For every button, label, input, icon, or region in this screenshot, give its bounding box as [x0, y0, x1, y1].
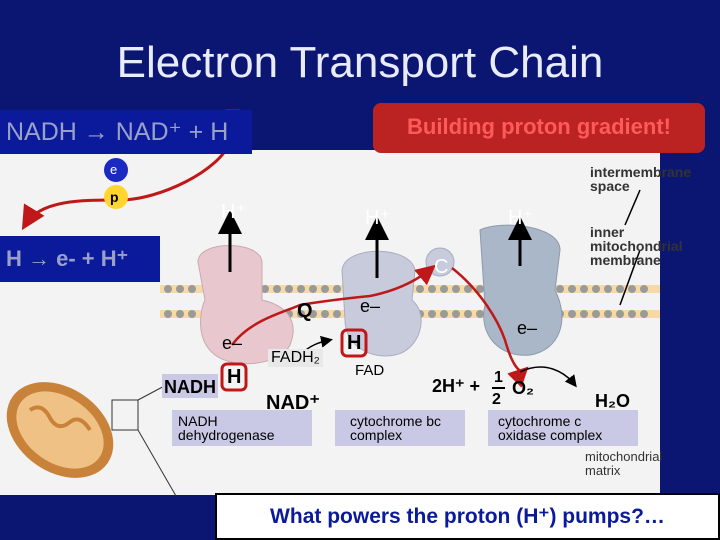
- reaction-left: 2H⁺ +: [432, 376, 481, 396]
- cytochrome-bc-caption: cytochrome bc complex: [350, 413, 442, 443]
- cytochrome-c-caption: cytochrome c oxidase complex: [498, 413, 603, 443]
- proton-gradient-badge: Building proton gradient!: [373, 103, 705, 153]
- nadh-oxidation-equation: NADH → NAD⁺ + H: [0, 110, 252, 154]
- hydrogen-label-bc: H: [347, 332, 362, 354]
- electron-label-2: e–: [222, 333, 243, 353]
- electron-label-3: e–: [517, 318, 538, 338]
- proton-label-3: H⁺: [508, 207, 533, 229]
- fad-label: FAD: [355, 362, 385, 379]
- electron-label-1: e–: [360, 296, 381, 316]
- cytochrome-c-letter: C: [434, 256, 449, 278]
- proton-ball-label: p: [110, 189, 119, 205]
- inner-membrane-label: inner mitochondrial membrane: [590, 224, 683, 268]
- nadh-dehydrogenase-caption-box: [172, 410, 312, 446]
- ubiquinone-label: Q: [297, 300, 313, 322]
- hydrogen-split-equation: H → e- + H⁺: [0, 236, 160, 282]
- oxygen-label: O₂: [512, 378, 534, 398]
- slide-title: Electron Transport Chain: [116, 38, 604, 87]
- cytochrome-c-caption-box: [488, 410, 638, 446]
- mitochondrion-image: [6, 382, 177, 497]
- proton-label-1: H⁺: [221, 201, 246, 223]
- nadh-dehydrogenase-protein: [197, 245, 294, 365]
- proton-pump-question: What powers the proton (H⁺) pumps?…: [215, 493, 720, 540]
- intermembrane-space-label: intermembrane space: [590, 164, 692, 194]
- nadh-label: NADH: [164, 377, 216, 397]
- hydrogen-label-nadh: H: [227, 366, 242, 388]
- fadh2-label: FADH₂: [268, 349, 323, 367]
- nad-plus-label: NAD⁺: [266, 392, 320, 414]
- half-numerator: 1: [492, 369, 505, 389]
- mitochondrial-matrix-label: mitochondrial matrix: [585, 449, 663, 478]
- nadh-dehydrogenase-caption: NADH dehydrogenase: [178, 413, 275, 443]
- proton-label-2: H⁺: [365, 207, 390, 229]
- electron-ball-label: e: [110, 162, 118, 177]
- water-label: H₂O: [595, 391, 630, 411]
- cytochrome-bc-caption-box: [335, 410, 465, 446]
- half-denominator: 2: [492, 391, 501, 408]
